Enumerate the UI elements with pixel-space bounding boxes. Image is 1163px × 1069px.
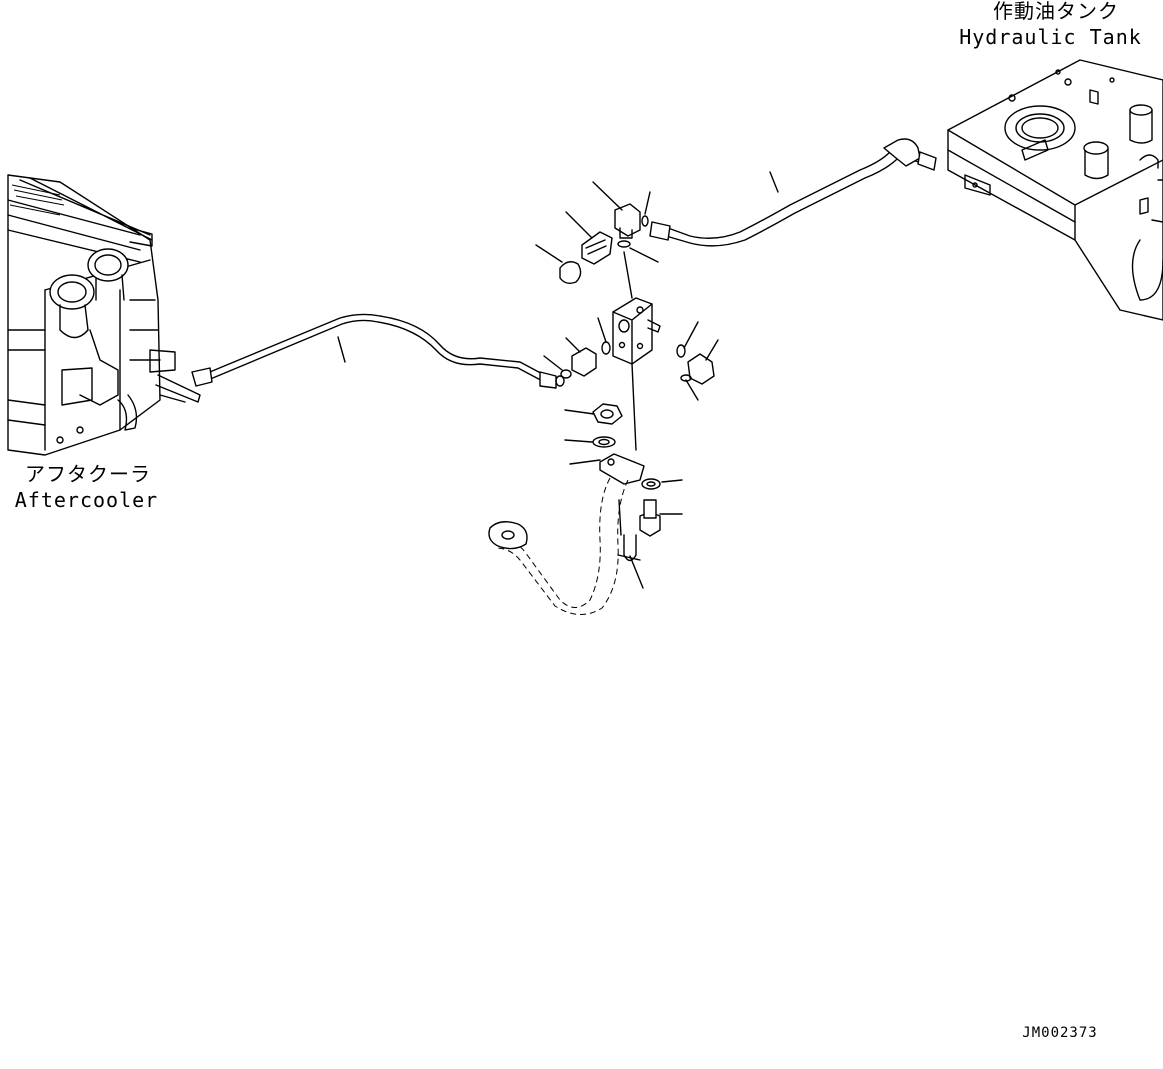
fitting-group-top xyxy=(535,181,659,285)
hydraulic-tank-label-en: Hydraulic Tank xyxy=(959,25,1142,49)
aftercooler-label-en: Aftercooler xyxy=(14,488,159,512)
hydraulic-tank xyxy=(947,59,1163,321)
aftercooler-assembly xyxy=(7,174,201,456)
hose-left xyxy=(191,313,565,389)
drawing-code: JM002373 xyxy=(1022,1025,1098,1041)
aftercooler-label-jp: アフタクーラ xyxy=(25,462,151,486)
hydraulic-tank-label-jp: 作動油タンク xyxy=(993,0,1119,23)
valve-block xyxy=(543,251,719,451)
hose-right xyxy=(649,138,937,247)
mounting-hardware xyxy=(488,403,683,615)
